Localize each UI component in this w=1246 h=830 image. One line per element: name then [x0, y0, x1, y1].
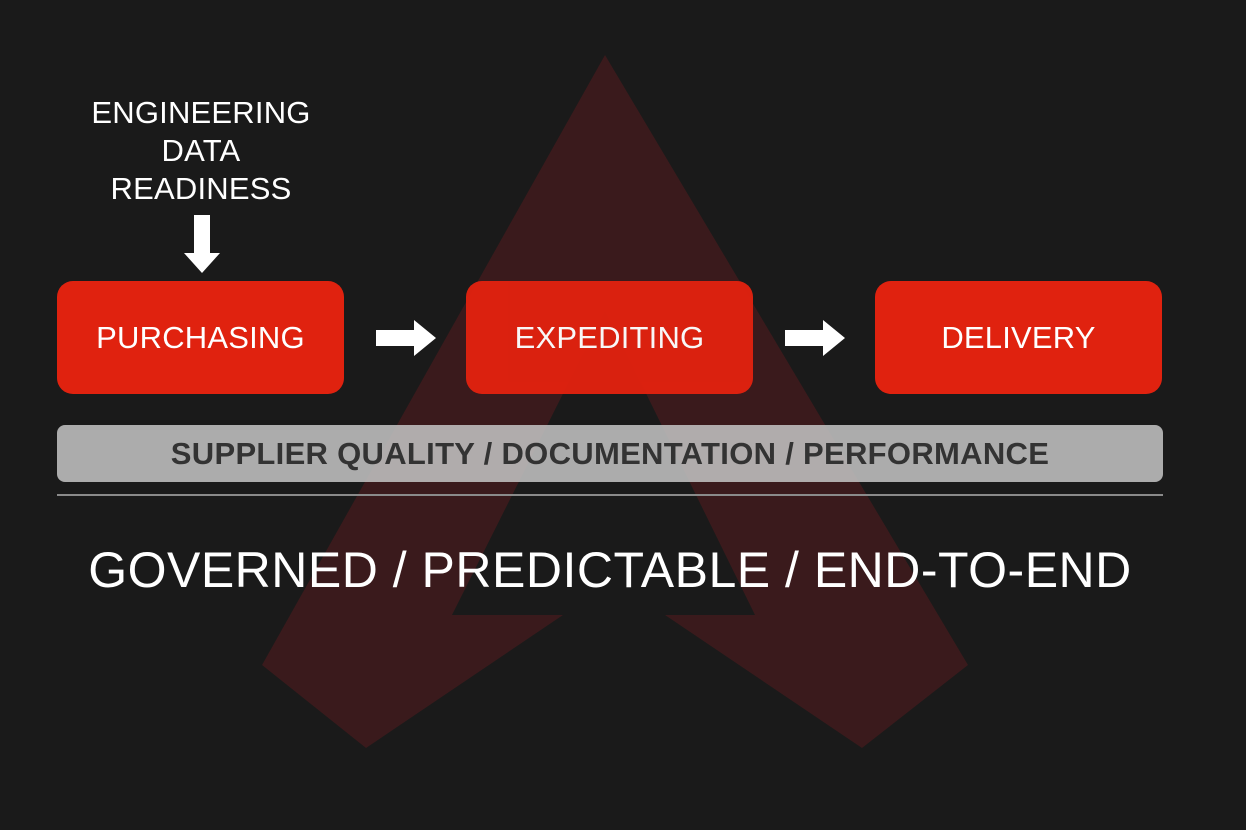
input-label-line-2: DATA: [161, 133, 241, 168]
engineering-data-readiness-label: ENGINEERING DATA READINESS: [72, 94, 330, 208]
supplier-support-label: SUPPLIER QUALITY / DOCUMENTATION / PERFO…: [170, 435, 1050, 471]
step-purchasing-label: PURCHASING: [96, 319, 305, 355]
step-purchasing: PURCHASING: [57, 281, 344, 394]
step-expediting-label: EXPEDITING: [514, 319, 705, 355]
step-expediting: EXPEDITING: [466, 281, 753, 394]
supplier-support-bar: SUPPLIER QUALITY / DOCUMENTATION / PERFO…: [57, 425, 1163, 482]
divider-line: [57, 494, 1163, 496]
input-label-line-3: READINESS: [110, 171, 292, 206]
tagline: GOVERNED / PREDICTABLE / END-TO-END: [88, 542, 1132, 598]
arrow-right-icon: [785, 320, 845, 356]
step-delivery: DELIVERY: [875, 281, 1162, 394]
arrow-right-icon: [376, 320, 436, 356]
input-label-line-1: ENGINEERING: [91, 95, 311, 130]
step-delivery-label: DELIVERY: [941, 319, 1096, 355]
arrow-down-icon: [184, 215, 220, 273]
